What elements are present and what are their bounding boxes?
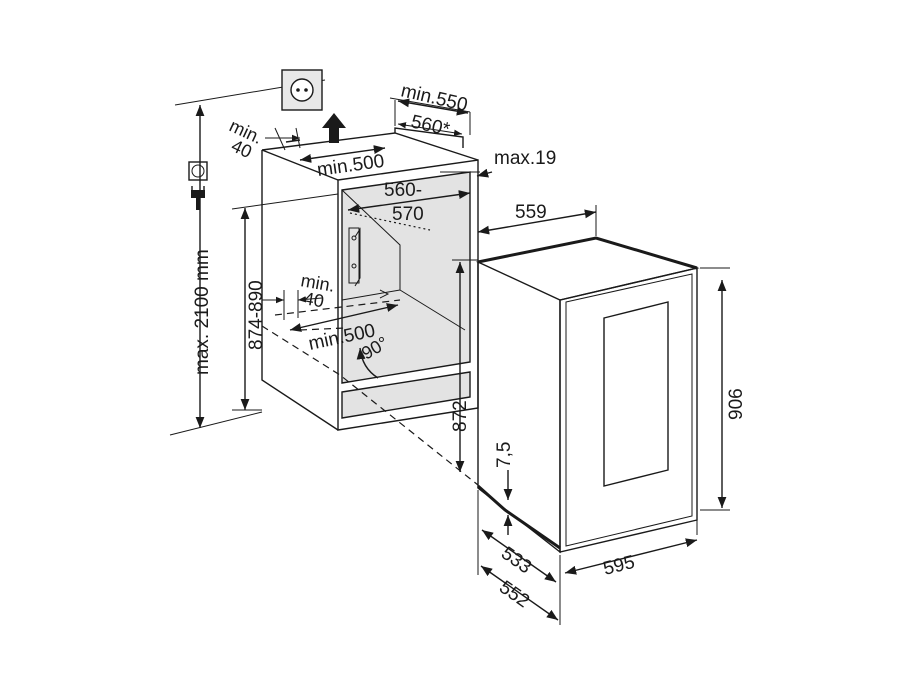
appliance-top: [475, 237, 700, 301]
label-552: 552: [495, 577, 533, 612]
wine-cooler-appliance: [475, 236, 700, 554]
dimension-max-19: [440, 168, 493, 200]
dimension-906: [700, 267, 730, 511]
label-min-550: min.550: [399, 80, 470, 116]
label-560-570-line1: 560-: [384, 180, 422, 201]
appliance-side: [477, 262, 561, 554]
airflow-arrow-icon: [322, 113, 346, 143]
plinth-strip: [341, 371, 471, 419]
label-595: 595: [601, 552, 637, 580]
label-872: 872: [450, 400, 471, 432]
label-533: 533: [497, 543, 535, 578]
wall-socket-icon: [281, 69, 323, 111]
dimension-552: [480, 555, 561, 625]
label-max-2100: max. 2100 mm: [192, 249, 213, 375]
dimension-874-890: [231, 193, 339, 411]
label-560-570-line2: 570: [392, 204, 424, 225]
dimension-min-500-mid: [289, 303, 399, 332]
dimension-min-550: [389, 97, 471, 136]
label-560-star: 560*: [409, 111, 452, 140]
angle-90-arc: [356, 347, 379, 379]
dimension-559: [477, 205, 597, 258]
appliance-door: [559, 267, 698, 553]
dimension-min-500-top: [299, 145, 386, 163]
label-7-5: 7,5: [494, 442, 515, 468]
label-559: 559: [515, 202, 547, 223]
cabinet-side-panel: [261, 150, 339, 431]
dimension-min-40-top: [265, 127, 301, 151]
floor-projection-line: [261, 325, 479, 486]
mounting-bracket: [348, 227, 360, 284]
label-min-500-top: min.500: [316, 151, 386, 181]
label-max-19: max.19: [494, 148, 556, 169]
dimension-560-570: [347, 190, 471, 231]
label-874-890: 874-890: [246, 280, 267, 350]
door-glass-window: [603, 301, 669, 487]
dimension-872: [452, 259, 478, 472]
label-906: 906: [726, 388, 747, 420]
dimension-595: [564, 520, 698, 575]
power-plug-icon: [188, 161, 208, 210]
label-min-40-mid-line2: 40: [302, 288, 325, 311]
